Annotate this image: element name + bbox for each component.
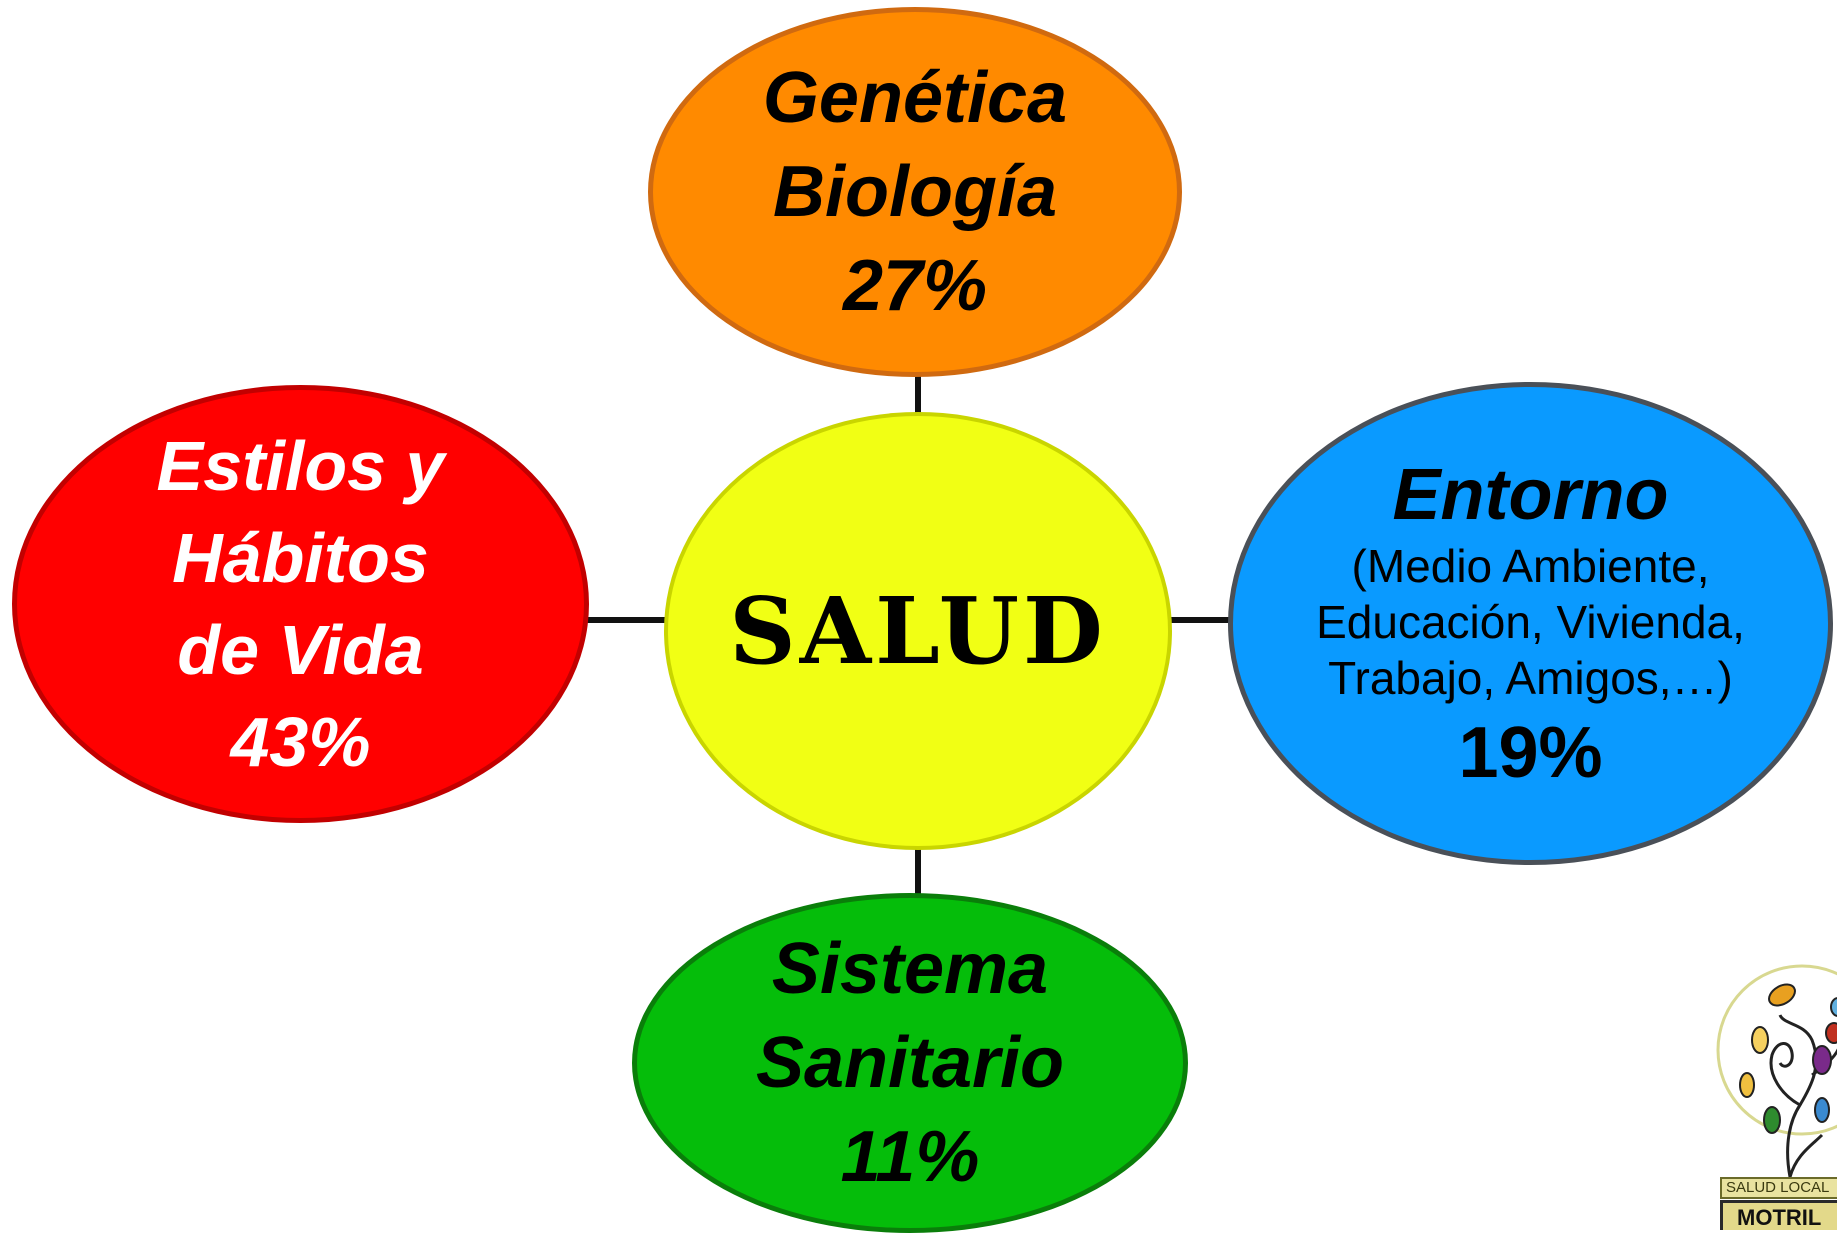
connector-left xyxy=(585,617,669,623)
environment-detail-line2: Educación, Vivienda, xyxy=(1316,595,1745,648)
genetics-biology-node: Genética Biología 27% xyxy=(648,7,1182,377)
environment-title: Entorno xyxy=(1392,454,1669,535)
lifestyle-percent: 43% xyxy=(230,703,371,781)
salud-local-logo: SALUD LOCAL MOTRIL xyxy=(1672,945,1837,1230)
environment-percent: 19% xyxy=(1458,712,1603,793)
tree-icon xyxy=(1716,964,1837,1178)
connector-top xyxy=(915,372,921,422)
health-system-label-line2: Sanitario xyxy=(755,1023,1065,1103)
lifestyle-label-line3: de Vida xyxy=(177,611,424,689)
health-system-label-line1: Sistema xyxy=(771,929,1049,1009)
connector-right xyxy=(1168,617,1232,623)
health-label: SALUD xyxy=(729,577,1107,685)
environment-node: Entorno (Medio Ambiente, Educación, Vivi… xyxy=(1228,382,1833,865)
logo-banner: SALUD LOCAL xyxy=(1720,1177,1837,1199)
genetics-percent: 27% xyxy=(842,246,988,326)
health-system-percent: 11% xyxy=(840,1117,980,1197)
logo-plaque-text: MOTRIL xyxy=(1737,1205,1822,1230)
logo-banner-text: SALUD LOCAL xyxy=(1726,1179,1830,1196)
genetics-label: Genética xyxy=(762,58,1068,138)
health-system-node: Sistema Sanitario 11% xyxy=(632,893,1188,1233)
environment-detail-line3: Trabajo, Amigos,…) xyxy=(1328,651,1733,704)
lifestyle-node: Estilos y Hábitos de Vida 43% xyxy=(12,385,589,823)
lifestyle-label-line1: Estilos y xyxy=(156,427,445,505)
biology-label: Biología xyxy=(773,152,1057,232)
health-center-node: SALUD xyxy=(664,412,1172,850)
environment-detail-line1: (Medio Ambiente, xyxy=(1351,539,1710,592)
connector-bottom xyxy=(915,848,921,900)
lifestyle-label-line2: Hábitos xyxy=(172,519,429,597)
